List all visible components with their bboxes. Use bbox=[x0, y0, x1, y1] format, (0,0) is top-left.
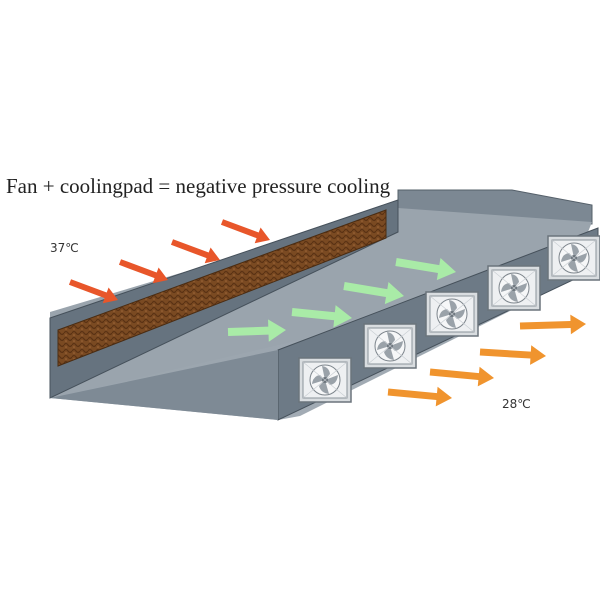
hot-air-arrow-icon bbox=[170, 239, 220, 264]
hot-air-arrow-icon bbox=[220, 219, 270, 244]
cooling-pad bbox=[57, 209, 387, 367]
outlet-temperature-label: 28℃ bbox=[502, 397, 531, 411]
exhaust-air-arrow-icon bbox=[479, 345, 546, 365]
hot-air-arrow-icon bbox=[68, 279, 118, 304]
exhaust-fan-icon bbox=[298, 357, 352, 403]
exhaust-air-arrow-icon bbox=[429, 366, 494, 387]
cool-air-arrow-icon bbox=[291, 305, 352, 328]
house-floor-top bbox=[50, 208, 592, 398]
exhaust-air-arrow-icon bbox=[387, 386, 452, 407]
exhaust-fan-icon bbox=[363, 323, 417, 369]
exhaust-fan-icon bbox=[425, 291, 479, 337]
exhaust-fan-icon bbox=[547, 235, 600, 281]
cool-air-arrow-icon bbox=[395, 258, 456, 281]
exhaust-fan-icon bbox=[487, 265, 541, 311]
fan-wall-side bbox=[50, 350, 278, 420]
diagram-title: Fan + coolingpad = negative pressure coo… bbox=[6, 174, 391, 198]
hot-air-arrow-icon bbox=[118, 259, 168, 284]
cool-air-arrow-icon bbox=[343, 282, 404, 305]
cool-air-arrow-icon bbox=[227, 319, 286, 342]
inlet-temperature-label: 37℃ bbox=[50, 241, 79, 255]
exhaust-air-arrow-icon bbox=[519, 314, 586, 335]
